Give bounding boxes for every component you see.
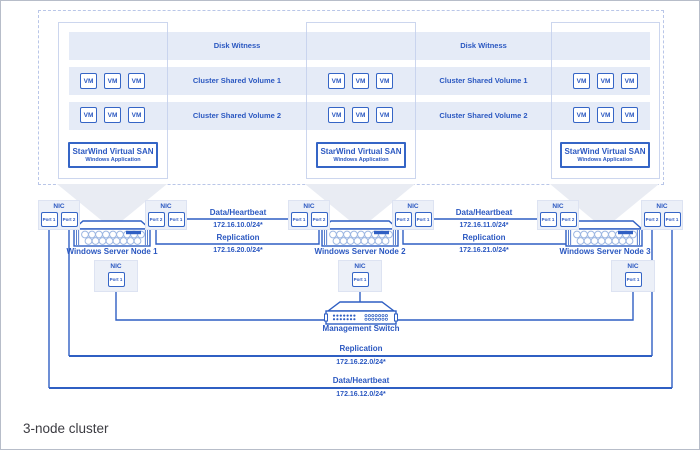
port-2: Port 2 (394, 212, 412, 227)
port-1: Port 1 (539, 212, 557, 227)
vm-box: VM (573, 107, 590, 123)
vm-box: VM (128, 73, 145, 89)
diagram-caption: 3-node cluster (23, 421, 109, 436)
nic-node3-right: NIC Port 2 Port 1 (641, 200, 683, 230)
vm-box: VM (573, 73, 590, 89)
link-dh12-subnet: 172.16.10.0/24* (213, 222, 263, 229)
starwind-vsan-box: StarWind Virtual SAN Windows Application (68, 142, 158, 168)
row-label-disk-witness: Disk Witness (460, 41, 507, 50)
nic-label: NIC (407, 203, 419, 210)
port-1: Port 1 (351, 272, 369, 287)
row-label-csv1: Cluster Shared Volume 1 (439, 76, 528, 85)
port-2: Port 2 (60, 212, 78, 227)
vm-box: VM (621, 73, 638, 89)
row-label-csv2: Cluster Shared Volume 2 (439, 111, 528, 120)
server-icon (320, 220, 400, 247)
nic-label: NIC (656, 203, 668, 210)
nic-node2-mgmt: NIC Port 1 (338, 260, 382, 292)
vm-box: VM (376, 107, 393, 123)
vm-box: VM (376, 73, 393, 89)
port-1: Port 1 (663, 212, 681, 227)
port-1: Port 1 (290, 212, 308, 227)
bus-replication-label: Replication (339, 344, 383, 353)
port-2: Port 2 (643, 212, 661, 227)
funnel-shape (57, 184, 659, 229)
port-1: Port 1 (414, 212, 432, 227)
row-disk-witness (69, 32, 650, 60)
vm-box: VM (128, 107, 145, 123)
starwind-vsan-box: StarWind Virtual SAN Windows Application (316, 142, 406, 168)
bus-dh-subnet: 172.16.12.0/24* (336, 391, 386, 398)
nic-node1-mgmt: NIC Port 1 (94, 260, 138, 292)
nic-label: NIC (552, 203, 564, 210)
nic-label: NIC (303, 203, 315, 210)
nic-label: NIC (160, 203, 172, 210)
nic-node1-left: NIC Port 1 Port 2 (38, 200, 80, 230)
switch-icon (324, 301, 398, 325)
nic-label: NIC (53, 203, 65, 210)
nic-label: NIC (354, 263, 366, 270)
vm-box: VM (80, 107, 97, 123)
vm-box: VM (328, 73, 345, 89)
vm-box: VM (328, 107, 345, 123)
nic-node1-right: NIC Port 2 Port 1 (145, 200, 187, 230)
link-rep12-label: Replication (216, 233, 260, 242)
node2-label: Windows Server Node 2 (314, 247, 406, 256)
row-label-disk-witness: Disk Witness (213, 41, 261, 50)
vm-box: VM (104, 107, 121, 123)
management-switch-label: Management Switch (322, 324, 400, 333)
vm-box: VM (352, 107, 369, 123)
node3-label: Windows Server Node 3 (559, 247, 651, 256)
link-rep23-subnet: 172.16.21.0/24* (459, 247, 509, 254)
row-label-csv2: Cluster Shared Volume 2 (192, 111, 282, 120)
vm-box: VM (80, 73, 97, 89)
link-dh23-subnet: 172.16.11.0/24* (459, 222, 509, 229)
node1-label: Windows Server Node 1 (66, 247, 158, 256)
port-2: Port 2 (310, 212, 328, 227)
link-rep23-label: Replication (462, 233, 506, 242)
starwind-subtitle: Windows Application (333, 157, 389, 163)
cluster-boundary: Disk Witness Disk Witness Cluster Shared… (38, 10, 664, 185)
link-dh12-label: Data/Heartbeat (209, 208, 267, 217)
port-1: Port 1 (624, 272, 642, 287)
network-links (48, 218, 673, 389)
vm-box: VM (352, 73, 369, 89)
port-2: Port 2 (147, 212, 165, 227)
starwind-subtitle: Windows Application (577, 157, 633, 163)
link-rep12-subnet: 172.16.20.0/24* (213, 247, 263, 254)
starwind-vsan-box: StarWind Virtual SAN Windows Application (560, 142, 650, 168)
port-1: Port 1 (107, 272, 125, 287)
nic-label: NIC (110, 263, 122, 270)
server-icon (564, 220, 644, 247)
port-1: Port 1 (40, 212, 58, 227)
vm-box: VM (621, 107, 638, 123)
starwind-title: StarWind Virtual SAN (564, 147, 646, 156)
bus-replication-subnet: 172.16.22.0/24* (336, 359, 386, 366)
nic-node2-left: NIC Port 1 Port 2 (288, 200, 330, 230)
nic-label: NIC (627, 263, 639, 270)
server-icon (72, 220, 152, 247)
starwind-subtitle: Windows Application (85, 157, 141, 163)
vm-box: VM (104, 73, 121, 89)
nic-node2-right: NIC Port 2 Port 1 (392, 200, 434, 230)
vm-box: VM (597, 73, 614, 89)
port-1: Port 1 (167, 212, 185, 227)
starwind-title: StarWind Virtual SAN (320, 147, 402, 156)
bus-dh-label: Data/Heartbeat (332, 376, 390, 385)
port-2: Port 2 (559, 212, 577, 227)
nic-node3-mgmt: NIC Port 1 (611, 260, 655, 292)
starwind-title: StarWind Virtual SAN (72, 147, 154, 156)
row-label-csv1: Cluster Shared Volume 1 (192, 76, 282, 85)
link-dh23-label: Data/Heartbeat (455, 208, 513, 217)
nic-node3-left: NIC Port 1 Port 2 (537, 200, 579, 230)
vm-box: VM (597, 107, 614, 123)
